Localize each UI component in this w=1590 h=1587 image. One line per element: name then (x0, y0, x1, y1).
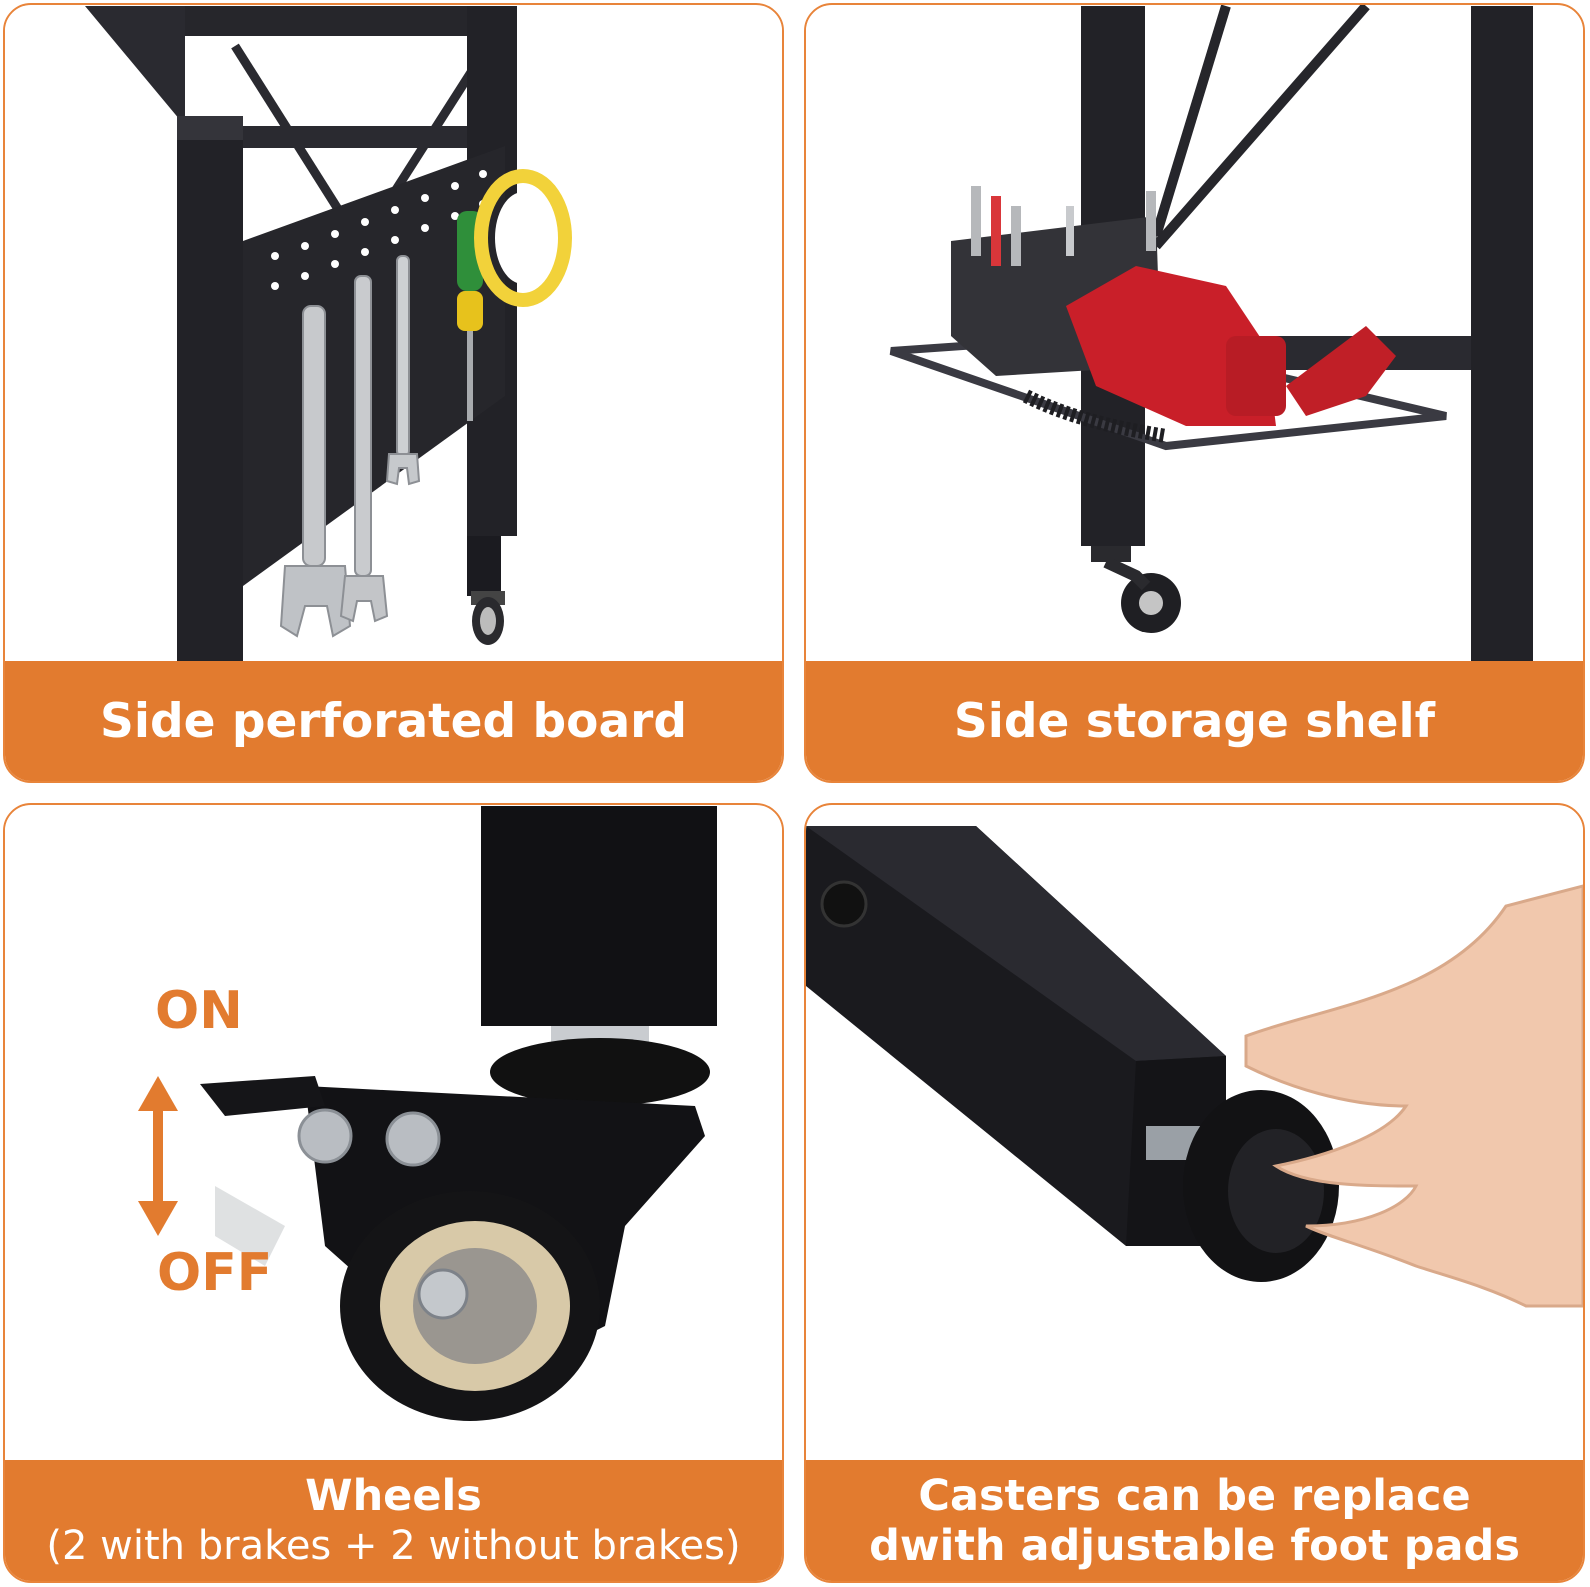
board-holes (271, 170, 487, 290)
panel-foot-pads: Casters can be replace dwith adjustable … (804, 803, 1585, 1583)
hand-icon (1244, 884, 1583, 1308)
tape-roll-icon (474, 169, 572, 307)
double-arrow-icon (138, 1076, 178, 1236)
right-post (1471, 6, 1533, 662)
wrench-icon (279, 305, 352, 638)
foot-pad-icon (1183, 1090, 1339, 1282)
storage-shelf-photo (806, 5, 1583, 662)
wrench-icon (385, 255, 421, 486)
left-post (177, 116, 243, 662)
panel-side-storage-shelf: Side storage shelf (804, 3, 1585, 783)
caster-wheel-icon (340, 1191, 600, 1421)
panel-side-perforated-board: Side perforated board (3, 3, 784, 783)
leg-tube (806, 826, 1226, 1246)
caption-banner: Side storage shelf (806, 661, 1583, 781)
brake-on-label: ON (155, 981, 243, 1041)
caption-banner: Wheels (2 with brakes + 2 without brakes… (5, 1460, 782, 1581)
caster-wheel-icon (471, 591, 505, 645)
caption-text: Side storage shelf (953, 693, 1436, 749)
caption-banner: Casters can be replace dwith adjustable … (806, 1460, 1583, 1581)
brake-lever (200, 1076, 325, 1116)
caption-text: Wheels (305, 1470, 482, 1521)
caption-banner: Side perforated board (5, 661, 782, 781)
foot-pad-photo (806, 806, 1583, 1461)
wheels-photo (5, 806, 782, 1461)
caption-text-line2: dwith adjustable foot pads (869, 1520, 1520, 1571)
caster-wheel-icon (1091, 546, 1181, 633)
planer-tool (1066, 266, 1276, 426)
caption-text: Side perforated board (100, 693, 687, 749)
wrench-icon (339, 275, 389, 623)
perforated-board-photo (5, 6, 782, 662)
caption-subtext: (2 with brakes + 2 without brakes) (46, 1522, 741, 1569)
panel-wheels: ON OFF Wheels (2 with brakes + 2 without… (3, 803, 784, 1583)
brake-off-label: OFF (157, 1243, 273, 1303)
caption-text: Casters can be replace (918, 1470, 1471, 1521)
swivel-plate (490, 1038, 710, 1106)
leg-tube (481, 806, 717, 1026)
